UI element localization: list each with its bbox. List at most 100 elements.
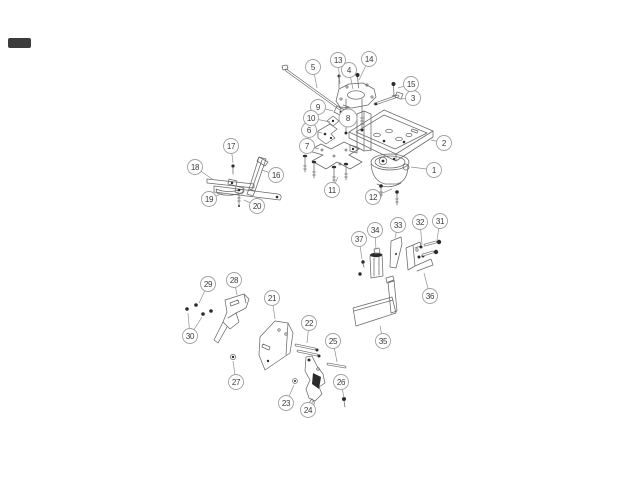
callout-19: 19: [201, 191, 224, 207]
part-29-30-fasteners: [185, 303, 213, 316]
callout-number: 32: [416, 218, 425, 227]
callout-21: 21: [264, 290, 280, 320]
callout-circle: [182, 328, 198, 344]
callout-circle: [367, 222, 383, 238]
callout-circle: [341, 62, 357, 78]
callout-13: 13: [330, 52, 346, 85]
callout-22: 22: [301, 315, 317, 344]
callout-number: 30: [186, 332, 195, 341]
callout-32: 32: [412, 214, 428, 246]
part-24-lever: [304, 355, 326, 408]
part-channel-bracket: [349, 110, 372, 154]
part-35-panel: [352, 275, 398, 327]
callout-circle: [226, 272, 242, 288]
callout-1: 1: [410, 162, 442, 178]
part-22-pins: [294, 343, 321, 358]
callout-number: 24: [304, 406, 313, 415]
callout-16: 16: [261, 167, 284, 183]
callout-29: 29: [198, 276, 216, 304]
part-2-base-pan: [348, 109, 434, 162]
part-12-motor-screws: [379, 184, 399, 206]
callout-number: 12: [369, 193, 378, 202]
callout-14: 14: [358, 51, 377, 81]
callout-15: 15: [397, 76, 419, 92]
part-28-step-bracket: [213, 293, 250, 344]
part-23-nut: [292, 378, 298, 384]
callout-2: 2: [430, 135, 452, 151]
callout-number: 13: [334, 56, 343, 65]
callout-circle: [325, 333, 341, 349]
callout-circle: [361, 51, 377, 67]
callout-number: 10: [307, 114, 316, 123]
callout-number: 7: [305, 142, 310, 151]
callout-17: 17: [223, 138, 239, 164]
part-14-bolt: [355, 73, 360, 89]
callout-circle: [422, 288, 438, 304]
callout-number: 5: [311, 63, 316, 72]
part-15-bolt: [391, 82, 397, 97]
callout-31: 31: [432, 213, 448, 241]
part-1-motor: [370, 153, 410, 188]
callout-number: 21: [268, 294, 277, 303]
callout-number: 9: [316, 103, 321, 112]
callout-number: 28: [230, 276, 239, 285]
part-37-screws: [358, 260, 365, 276]
callout-circle: [201, 191, 217, 207]
callout-11: 11: [324, 176, 340, 198]
callout-circle: [303, 110, 319, 126]
callout-circle: [432, 213, 448, 229]
callout-number: 36: [426, 292, 435, 301]
callout-36: 36: [422, 272, 438, 304]
callout-number: 11: [328, 186, 337, 195]
callout-circle: [403, 76, 419, 92]
callout-number: 20: [253, 202, 262, 211]
callout-number: 17: [227, 142, 236, 151]
callout-circle: [268, 167, 284, 183]
callout-circle: [187, 159, 203, 175]
callout-number: 22: [305, 319, 314, 328]
callout-number: 6: [307, 126, 312, 135]
callout-number: 19: [205, 195, 214, 204]
callout-5: 5: [305, 59, 321, 89]
part-17-screw: [231, 164, 235, 175]
callout-circle: [330, 52, 346, 68]
part-21-mounting-plate: [258, 320, 294, 371]
callout-number: 4: [347, 66, 352, 75]
part-11-mounting-screws: [302, 154, 349, 184]
callout-28: 28: [226, 272, 242, 296]
callout-circle: [412, 214, 428, 230]
callout-circle: [223, 138, 239, 154]
callout-3: 3: [399, 90, 421, 106]
callout-number: 1: [432, 166, 437, 175]
callout-circle: [375, 333, 391, 349]
part-20-bolt: [234, 185, 245, 207]
callout-circle: [426, 162, 442, 178]
part-6-angle-bracket: [317, 123, 338, 145]
callout-26: 26: [333, 374, 349, 399]
callout-number: 23: [282, 399, 291, 408]
callout-circle: [200, 276, 216, 292]
callout-circle: [324, 182, 340, 198]
callout-8: 8: [338, 108, 358, 128]
callout-circle: [390, 217, 406, 233]
callout-24: 24: [300, 400, 316, 418]
callout-23: 23: [278, 384, 295, 411]
part-19-curved-strip: [215, 188, 245, 196]
callout-35: 35: [375, 325, 391, 349]
callout-number: 33: [394, 221, 403, 230]
callout-37: 37: [351, 231, 367, 260]
callout-7: 7: [299, 138, 320, 154]
part-25-pin: [326, 362, 347, 369]
callout-12: 12: [365, 188, 393, 205]
part-4-adapter-plate: [335, 82, 377, 109]
callout-27: 27: [228, 360, 244, 390]
callout-10: 10: [303, 110, 331, 126]
callout-circle: [228, 374, 244, 390]
part-16-riser-bracket: [246, 156, 269, 197]
callout-circle: [338, 108, 358, 128]
callout-circle: [333, 374, 349, 390]
callout-number: 16: [272, 171, 281, 180]
callout-circle: [264, 290, 280, 306]
diagram-linework: [185, 64, 442, 408]
